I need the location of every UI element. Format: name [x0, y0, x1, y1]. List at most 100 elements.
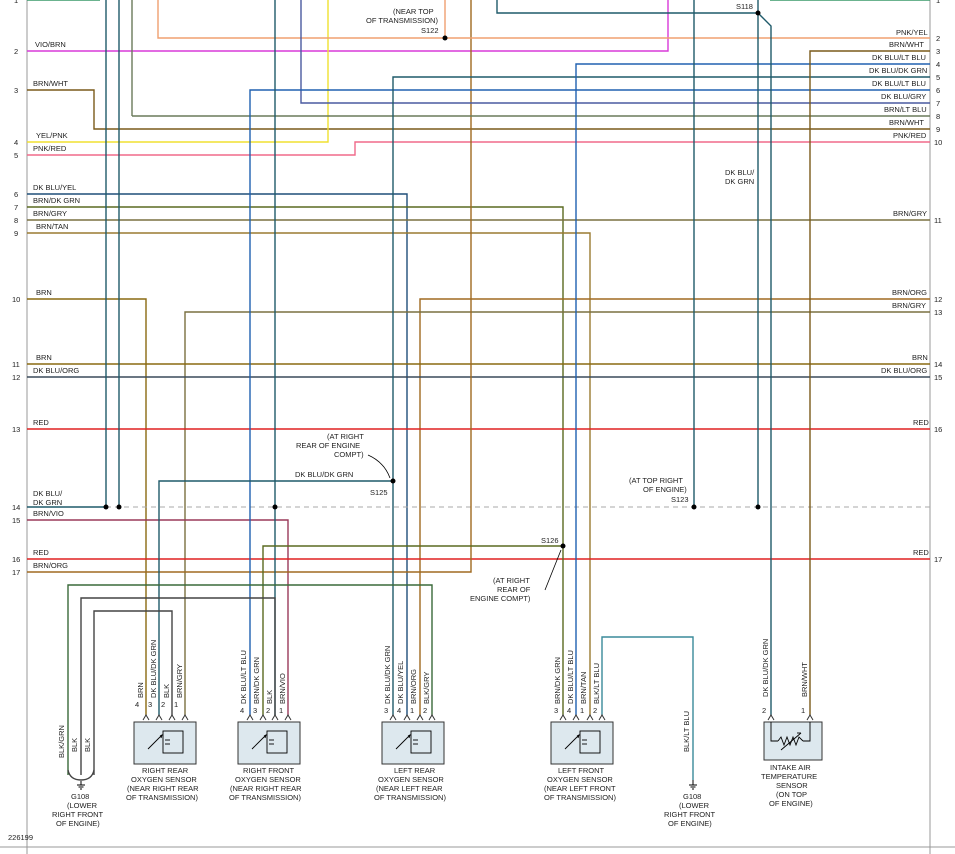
splice-s126-note-1: (AT RIGHT: [493, 576, 530, 585]
wire-brn-dk-grn: [27, 206, 564, 546]
wire-label-brn-wht-left: BRN/WHT: [33, 79, 68, 88]
splice-s126-note-3: ENGINE COMPT): [470, 594, 531, 603]
rr-pin-4-num: 4: [135, 700, 139, 709]
lr-pin-1-label: BRN/ORG: [409, 669, 418, 704]
iat-name-5: OF ENGINE): [769, 799, 813, 808]
splice-s122-note2: OF TRANSMISSION): [366, 16, 438, 25]
oxygen-sensor-icon: [147, 730, 184, 754]
lr-pin-2-label: BLK/GRY: [422, 672, 431, 704]
rr-name-2: OXYGEN SENSOR: [131, 775, 197, 784]
wire-brn-wht-left: [27, 89, 930, 130]
wire-label-red-13-left: RED: [33, 418, 49, 427]
splice-bus-275: [272, 504, 278, 510]
wire-vio-brn: [27, 0, 669, 52]
splice-s126-label: S126: [541, 536, 559, 545]
wire-label-red-17-right: RED: [913, 548, 929, 557]
rf-pin-2-label: BLK: [265, 690, 274, 704]
left-pin-14: 14: [12, 503, 20, 512]
right-pin-6: 6: [936, 86, 940, 95]
splice-bus-119: [116, 504, 122, 510]
splice-s118-dot: [755, 10, 761, 16]
wire-s118: [496, 0, 758, 14]
wire-label-brn-gry-13: BRN/GRY: [892, 301, 926, 310]
lr-sensor-box: [381, 721, 445, 765]
lf-pin-2-label: BLK/LT BLU: [592, 663, 601, 704]
wire-blk-ground-2: [93, 610, 173, 775]
ground-wire-label-blk-grn: BLK/GRN: [57, 725, 66, 758]
rr-name-3: (NEAR RIGHT REAR: [127, 784, 199, 793]
splice-s125-dot: [390, 478, 396, 484]
right-pin-numbers: 1 2 3 4 5 6 7 8 9 10 11 12 13 14 15 16 1…: [934, 0, 942, 564]
splice-s126-dot: [560, 543, 566, 549]
lr-name-2: OXYGEN SENSOR: [378, 775, 444, 784]
g108-right-3: RIGHT FRONT: [664, 810, 716, 819]
rr-pin-3-label: DK BLU/DK GRN: [149, 640, 158, 698]
splice-s126-pointer: [544, 549, 562, 591]
wire-label-brn-gry-right: BRN/GRY: [893, 209, 927, 218]
wire-label-brn-vio: BRN/VIO: [33, 509, 64, 518]
iat-pin-connectors: [767, 714, 814, 721]
lf-pin-4-num: 4: [567, 706, 571, 715]
wire-brn-org-right: [419, 298, 930, 715]
wire-dk-blu-lt-blu-6: [249, 89, 930, 715]
iat-pin-1-label: BRN/WHT: [800, 662, 809, 697]
splice-bus-106: [103, 504, 109, 510]
rf-name-1: RIGHT FRONT: [243, 766, 295, 775]
component-right-front-o2-sensor: 4 3 2 1 DK BLU/LT BLU BRN/DK GRN BLK BRN…: [229, 650, 302, 802]
rf-name-3: (NEAR RIGHT REAR: [230, 784, 302, 793]
wire-brn-wht-3: [809, 50, 930, 715]
wire-label-dk-blu-gry: DK BLU/GRY: [881, 92, 926, 101]
wire-label-pnk-red: PNK/RED: [33, 144, 67, 153]
ground-wire-label-blk-2: BLK: [83, 738, 92, 752]
wire-label-vio-brn: VIO/BRN: [35, 40, 66, 49]
wire-label-pnk-red-right: PNK/RED: [893, 131, 927, 140]
left-pin-15: 15: [12, 516, 20, 525]
left-pin-3: 3: [14, 86, 18, 95]
right-pin-7: 7: [936, 99, 940, 108]
wire-label-dk-blu-vert-2: DK GRN: [725, 177, 754, 186]
wire-label-brn-gry-left: BRN/GRY: [33, 209, 67, 218]
splice-s123-note-2: OF ENGINE): [643, 485, 687, 494]
iat-pin-2-num: 2: [762, 706, 766, 715]
right-pin-3: 3: [936, 47, 940, 56]
splice-s118-label: S118: [736, 2, 753, 11]
wire-label-brn-org-right: BRN/ORG: [892, 288, 927, 297]
left-pin-5: 5: [14, 151, 18, 160]
lr-name-1: LEFT REAR: [394, 766, 436, 775]
splice-s123-note-1: (AT TOP RIGHT: [629, 476, 683, 485]
right-pin-4: 4: [936, 60, 940, 69]
wire-label-brn-dk-grn: BRN/DK GRN: [33, 196, 80, 205]
right-pin-13: 13: [934, 308, 942, 317]
left-pin-6: 6: [14, 190, 18, 199]
splice-s125-note-2: REAR OF ENGINE: [296, 441, 360, 450]
lf-sensor-box: [550, 721, 614, 765]
left-pin-2: 2: [14, 47, 18, 56]
wire-yel-pnk: [27, 0, 329, 143]
wire-dk-blu-dk-grn-5: [392, 76, 930, 715]
left-pin-1: 1: [14, 0, 18, 5]
rr-pin-4-label: BRN: [136, 682, 145, 698]
lf-pin-connectors: [559, 714, 606, 721]
iat-name-4: (ON TOP: [776, 790, 807, 799]
right-pin-12: 12: [934, 295, 942, 304]
left-pin-12: 12: [12, 373, 20, 382]
right-pin-14: 14: [934, 360, 942, 369]
rf-pin-1-label: BRN/VIO: [278, 673, 287, 704]
left-pin-16: 16: [12, 555, 20, 564]
left-pin-numbers: 1 2 3 4 5 6 7 8 9 10 11 12 13 14 15 16 1…: [12, 0, 20, 577]
wire-label-brn-14-right: BRN: [912, 353, 928, 362]
lr-pin-1-num: 1: [410, 706, 414, 715]
right-pin-1: 1: [936, 0, 940, 5]
left-pin-4: 4: [14, 138, 18, 147]
wire-blk-lt-blu: [601, 636, 694, 780]
g108-left-3: RIGHT FRONT: [52, 810, 104, 819]
lr-pin-connectors: [389, 714, 436, 721]
rf-name-4: OF TRANSMISSION): [229, 793, 301, 802]
lr-name-4: OF TRANSMISSION): [374, 793, 446, 802]
wire-label-brn-10: BRN: [36, 288, 52, 297]
lf-pin-2-num: 2: [593, 706, 597, 715]
wire-label-brn-lt-blu: BRN/LT BLU: [884, 105, 927, 114]
wire-dk-blu-gry: [300, 0, 930, 104]
splice-bus-758: [755, 504, 761, 510]
wire-label-dk-blu-14-b: DK GRN: [33, 498, 62, 507]
